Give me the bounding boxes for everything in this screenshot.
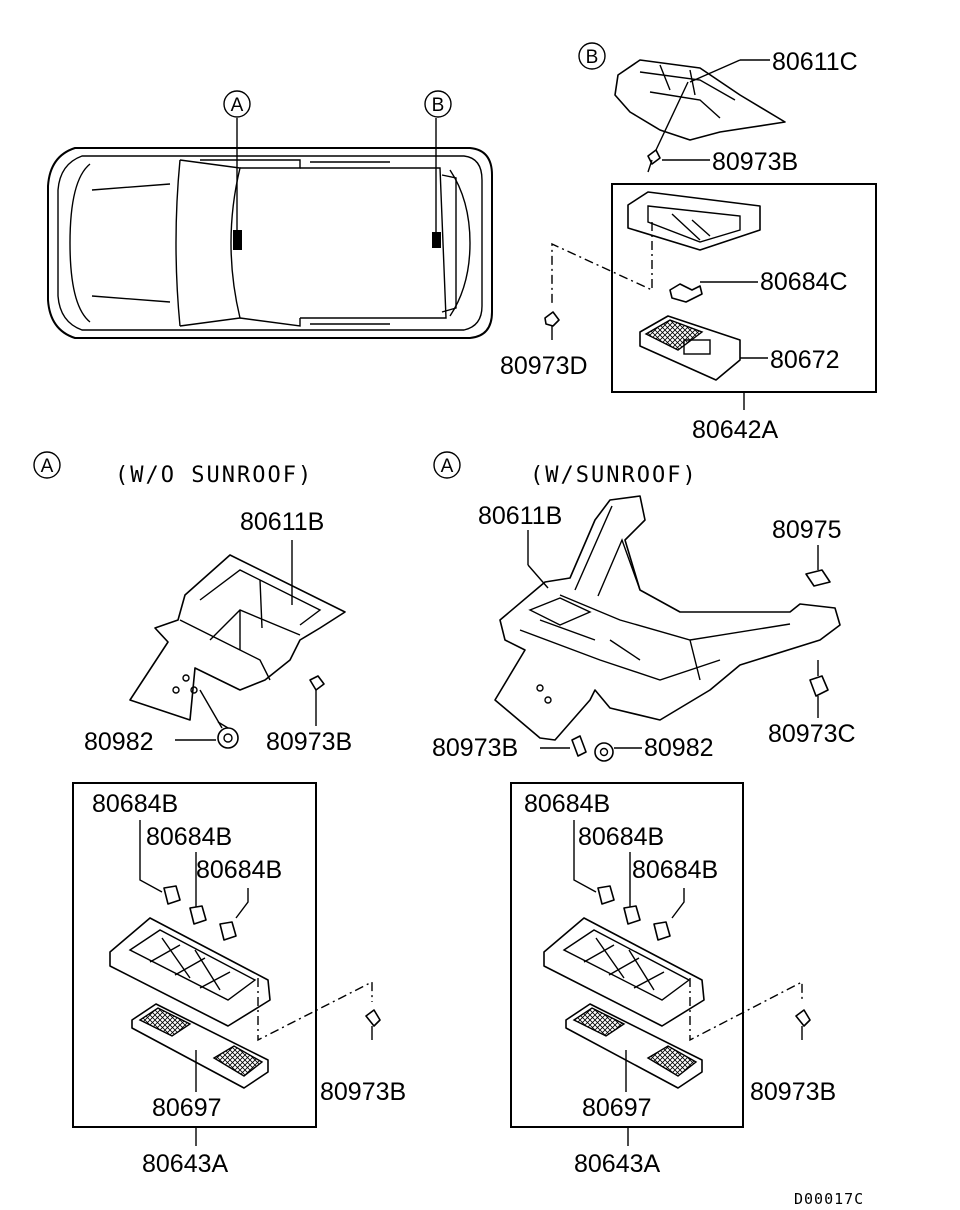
label-80611c: 80611C bbox=[772, 48, 858, 76]
clip-80982-wo bbox=[217, 727, 239, 749]
section-title-w-sunroof: (W/SUNROOF) bbox=[530, 463, 698, 488]
label-80684b-l2: 80684B bbox=[146, 823, 232, 851]
bulb-80684b-r1 bbox=[597, 885, 615, 905]
bracket-80611b-wo bbox=[129, 554, 346, 721]
label-80672: 80672 bbox=[770, 346, 840, 374]
label-80643a-left: 80643A bbox=[142, 1150, 229, 1178]
drawing-code: D00017C bbox=[794, 1190, 864, 1208]
callout-a-circle bbox=[223, 90, 251, 118]
section-b-callout-label: B bbox=[586, 47, 599, 68]
label-80684c: 80684C bbox=[760, 268, 848, 296]
section-a2-callout bbox=[433, 451, 461, 479]
bulb-80684b-l1 bbox=[163, 885, 181, 905]
label-80982-wo: 80982 bbox=[84, 728, 154, 756]
bulb-80684b-r3 bbox=[653, 921, 671, 941]
section-a2-callout-label: A bbox=[441, 456, 454, 477]
bulb-80684c bbox=[669, 283, 703, 303]
label-80611b-wo: 80611B bbox=[240, 508, 324, 536]
label-80973b-right: 80973B bbox=[750, 1078, 836, 1106]
bulb-80684b-l3 bbox=[219, 921, 237, 941]
lamp-assy-left: 80684B 80684B 80684B 80697 80973B 80643A bbox=[72, 782, 406, 1178]
bulb-80684b-l2 bbox=[189, 905, 207, 925]
screw-80973b-left bbox=[365, 1009, 381, 1027]
label-80973b-wo: 80973B bbox=[266, 728, 352, 756]
screw-80973d bbox=[544, 311, 560, 327]
section-a1-callout bbox=[33, 451, 61, 479]
lamp-assy-right: 80684B 80684B 80684B 80697 80973B 80643A bbox=[510, 782, 836, 1178]
label-80697-right: 80697 bbox=[582, 1094, 652, 1122]
screw-80973b-w bbox=[571, 735, 587, 757]
section-a-without-sunroof: A (W/O SUNROOF) 80611B 80982 80973B bbox=[33, 451, 352, 756]
callout-b-label: B bbox=[432, 95, 445, 116]
section-b-callout bbox=[578, 42, 606, 70]
box-80643a-right bbox=[510, 782, 744, 1128]
label-80643a-right: 80643A bbox=[574, 1150, 661, 1178]
lamp-housing-80643a-right bbox=[543, 917, 705, 1027]
lamp-housing-80643a-left bbox=[109, 917, 271, 1027]
nut-80975 bbox=[805, 569, 831, 587]
screw-80973b-wo bbox=[309, 675, 325, 691]
label-80982-w: 80982 bbox=[644, 734, 714, 762]
bulb-80684b-r2 bbox=[623, 905, 641, 925]
section-a1-callout-label: A bbox=[41, 456, 54, 477]
screw-80973c bbox=[809, 675, 829, 697]
bracket-80611b-w bbox=[494, 495, 841, 741]
label-80973b-w: 80973B bbox=[432, 734, 518, 762]
label-80684b-l1: 80684B bbox=[92, 790, 178, 818]
label-80973d: 80973D bbox=[500, 352, 588, 380]
label-80684b-r1: 80684B bbox=[524, 790, 610, 818]
label-80684b-r2: 80684B bbox=[578, 823, 664, 851]
callout-a-label: A bbox=[231, 95, 244, 116]
screw-80973b-b bbox=[647, 149, 661, 165]
label-80973b-left: 80973B bbox=[320, 1078, 406, 1106]
label-80642a: 80642A bbox=[692, 416, 779, 444]
vehicle-top-view: A B bbox=[47, 90, 493, 339]
label-80611b-w: 80611B bbox=[478, 502, 562, 530]
label-80975: 80975 bbox=[772, 516, 842, 544]
map-lamp-marker-a bbox=[233, 230, 242, 250]
room-lamp-marker-b bbox=[432, 232, 441, 248]
section-a-with-sunroof: A (W/SUNROOF) 80611B 80975 80973C 80973B… bbox=[432, 451, 856, 762]
label-80684b-l3: 80684B bbox=[196, 856, 282, 884]
label-80973c: 80973C bbox=[768, 720, 856, 748]
section-title-wo-sunroof: (W/O SUNROOF) bbox=[115, 463, 313, 488]
box-80643a-left bbox=[72, 782, 317, 1128]
callout-b-circle bbox=[424, 90, 452, 118]
clip-80982-w bbox=[594, 742, 614, 762]
screw-80973b-right bbox=[795, 1009, 811, 1027]
label-80684b-r3: 80684B bbox=[632, 856, 718, 884]
lens-80672 bbox=[639, 315, 741, 381]
section-b: B 80611C 80973B 80684C 80672 80973D 8064… bbox=[500, 42, 877, 444]
label-80973b-b: 80973B bbox=[712, 148, 798, 176]
label-80697-left: 80697 bbox=[152, 1094, 222, 1122]
